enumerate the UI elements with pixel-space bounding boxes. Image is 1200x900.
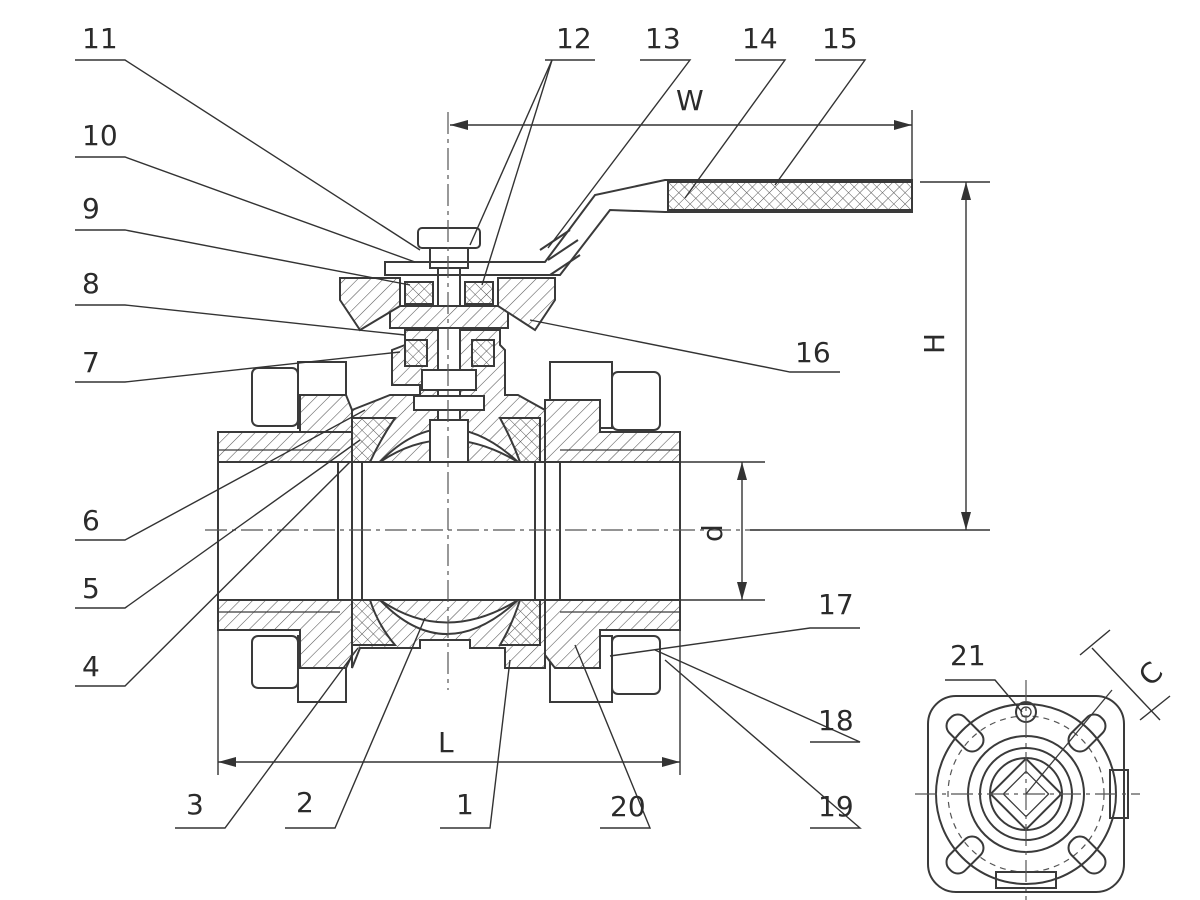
callout-19: 19 [818, 790, 854, 823]
callout-16: 16 [795, 336, 831, 369]
callout-5: 5 [82, 572, 100, 605]
callout-20: 20 [610, 790, 646, 823]
dim-label-h: H [918, 333, 951, 354]
callout-3: 3 [186, 788, 204, 821]
dim-label-l: L [438, 726, 454, 759]
callout-leaders [75, 59, 1023, 829]
callout-2: 2 [296, 786, 314, 819]
callout-9: 9 [82, 192, 100, 225]
callout-17: 17 [818, 588, 854, 621]
callout-1: 1 [456, 788, 474, 821]
dim-label-c: C [1132, 655, 1169, 692]
callout-12: 12 [556, 22, 592, 55]
callout-10: 10 [82, 119, 118, 152]
callout-7: 7 [82, 346, 100, 379]
dim-label-w: W [676, 84, 704, 117]
section-view [205, 112, 913, 703]
callout-8: 8 [82, 267, 100, 300]
callout-18: 18 [818, 704, 854, 737]
callout-11: 11 [82, 22, 118, 55]
callout-4: 4 [82, 650, 100, 683]
callout-13: 13 [645, 22, 681, 55]
callout-labels: 11 10 9 8 7 6 5 4 3 2 1 20 19 18 17 16 1… [82, 22, 986, 823]
callout-21: 21 [950, 639, 986, 672]
callout-6: 6 [82, 504, 100, 537]
callout-14: 14 [742, 22, 778, 55]
end-view [915, 680, 1140, 900]
callout-15: 15 [822, 22, 858, 55]
dim-label-d: d [696, 524, 729, 542]
